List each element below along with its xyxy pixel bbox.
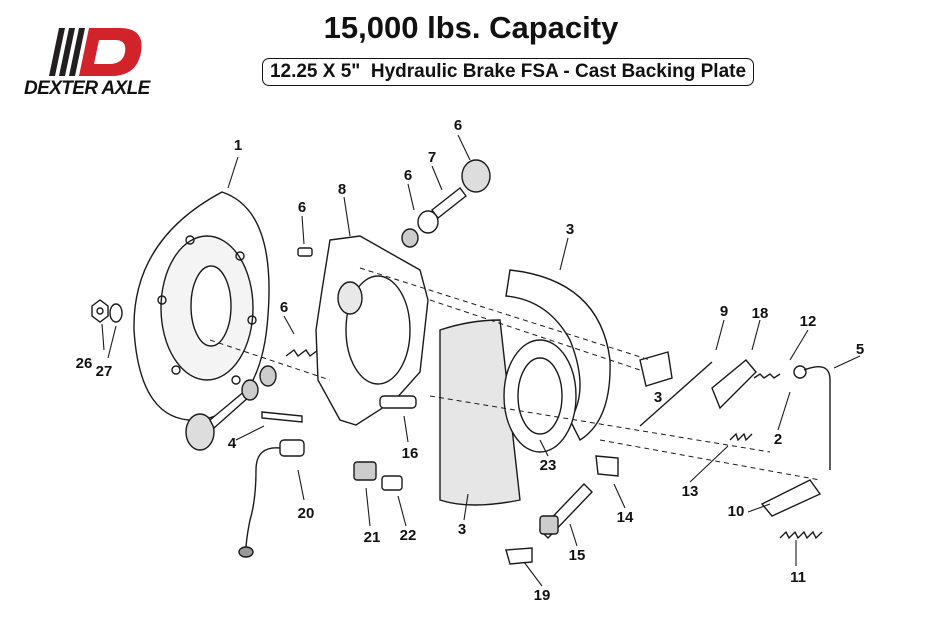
adjuster-part [353,461,403,491]
callout-number-27: 27 [96,363,113,380]
brake-shoe-assembly-part [439,269,611,506]
callout-number-4: 4 [228,435,237,452]
callout-number-3: 3 [458,521,466,538]
nut-washer-part [91,299,123,323]
callout-number-10: 10 [728,503,745,520]
callout-number-7: 7 [428,149,436,166]
cast-backing-plate-part [315,235,429,426]
page-title: 15,000 lbs. Capacity [323,10,619,45]
callout-number-21: 21 [364,529,381,546]
callout-number-16: 16 [402,445,419,462]
bracket-pin-parts [505,455,619,565]
callout-number-22: 22 [400,527,417,544]
dexter-logo-icon [49,28,142,76]
callout-number-12: 12 [800,313,817,330]
leader-lines [101,134,861,587]
backing-plate-part [133,191,270,421]
spring-lever-part [729,432,823,540]
bolt-roller-part [185,365,303,451]
callout-number-9: 9 [720,303,728,320]
callout-number-6: 6 [298,199,306,216]
sensor-wire-part [238,439,305,558]
callout-number-19: 19 [534,587,551,604]
callout-number-15: 15 [569,547,586,564]
wheel-cylinder-parts [401,159,491,248]
logo-text: DEXTER AXLE [24,78,150,99]
assembly-lines [209,267,821,481]
callout-number-20: 20 [298,505,315,522]
callout-number-1: 1 [234,137,242,154]
callout-number-8: 8 [338,181,346,198]
callout-number-13: 13 [682,483,699,500]
callout-number-23: 23 [540,457,557,474]
hardware-right-part [639,351,831,470]
callout-number-6: 6 [454,117,462,134]
callout-number-6: 6 [280,299,288,316]
callout-number-6: 6 [404,167,412,184]
page-subtitle: 12.25 X 5" Hydraulic Brake FSA - Cast Ba… [262,58,754,86]
callout-number-3: 3 [654,389,662,406]
callout-number-14: 14 [617,509,634,526]
callout-number-26: 26 [76,355,93,372]
callout-number-18: 18 [752,305,769,322]
callout-number-3: 3 [566,221,574,238]
callout-number-2: 2 [774,431,782,448]
callout-number-11: 11 [790,569,806,586]
callout-number-5: 5 [856,341,864,358]
pin-part [297,247,313,257]
